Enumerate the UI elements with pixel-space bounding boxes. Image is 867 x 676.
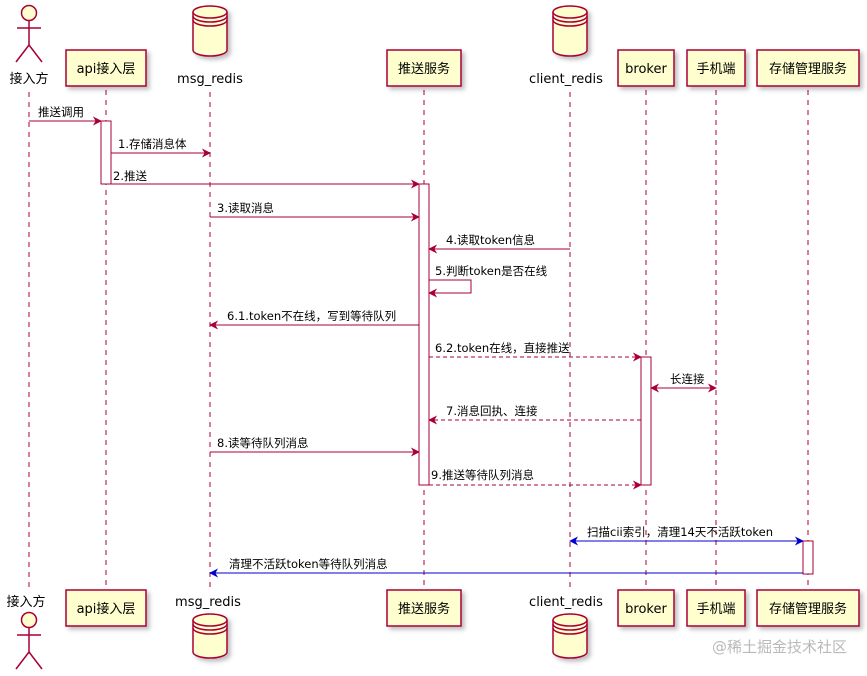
- participant-label-storage-top: 存储管理服务: [769, 61, 847, 77]
- participants-bottom: 接入方 api接入层 msg_redis 推送服务 client_redis: [6, 589, 860, 670]
- msg-label-8: 长连接: [670, 372, 705, 386]
- participant-label-api-bottom: api接入层: [77, 601, 136, 617]
- msg-label-2: 2.推送: [113, 169, 147, 183]
- participant-box-storage-bottom: [756, 589, 860, 627]
- msg-label-5: 5.判断token是否在线: [435, 264, 548, 278]
- messages: [29, 116, 804, 578]
- participants-top: 接入方 api接入层 msg_redis 推送服务 client_redis b…: [9, 4, 860, 87]
- participant-label-phone-top: 手机端: [696, 62, 735, 77]
- activation-api: [100, 120, 112, 185]
- msg-label-6: 6.1.token不在线，写到等待队列: [227, 309, 396, 323]
- participant-label-jieru-top: 接入方: [9, 71, 48, 87]
- participant-label-jieru-bottom: 接入方: [6, 594, 45, 610]
- database-msg-redis-bottom-icon: [192, 613, 228, 659]
- participant-label-push-bottom: 推送服务: [398, 601, 450, 617]
- participant-label-broker-bottom: broker: [625, 602, 667, 617]
- msg-label-10: 8.读等待队列消息: [217, 436, 308, 450]
- database-client-redis-bottom-icon: [552, 613, 588, 659]
- msg-label-9: 7.消息回执、连接: [446, 404, 538, 418]
- participant-label-msg-redis-top: msg_redis: [177, 72, 243, 87]
- activation-push-service: [418, 183, 430, 486]
- msg-label-7: 6.2.token在线，直接推送: [435, 341, 570, 355]
- msg-label-12: 扫描cii索引，清理14天不活跃token: [587, 525, 773, 539]
- database-client-redis-top-icon: [552, 5, 588, 57]
- actor-jieru-bottom: [15, 611, 43, 670]
- msg-label-11: 9.推送等待队列消息: [431, 468, 534, 482]
- participant-label-client-redis-bottom: client_redis: [529, 595, 603, 610]
- activations: [100, 120, 814, 575]
- msg-label-3: 3.读取消息: [217, 201, 274, 215]
- msg-arrow-5: [428, 279, 472, 298]
- participant-box-phone-top: [686, 49, 746, 87]
- participant-label-msg-redis-bottom: msg_redis: [175, 595, 241, 610]
- participant-box-storage-top: [756, 49, 860, 87]
- activation-broker: [640, 356, 652, 486]
- participant-box-broker-bottom: [617, 589, 675, 627]
- participant-label-storage-bottom: 存储管理服务: [769, 601, 847, 617]
- participant-label-phone-bottom: 手机端: [696, 602, 735, 617]
- watermark: @稀土掘金技术社区: [712, 638, 847, 656]
- participant-box-api-top: [65, 49, 147, 87]
- actor-jieru-top: [15, 4, 43, 63]
- participant-label-api-top: api接入层: [77, 61, 136, 77]
- msg-label-4: 4.读取token信息: [446, 233, 535, 247]
- msg-label-0: 推送调用: [38, 105, 84, 119]
- database-msg-redis-top-icon: [192, 5, 228, 57]
- message-labels: 推送调用 1.存储消息体 2.推送 3.读取消息 4.读取token信息 5.判…: [38, 105, 773, 571]
- participant-label-push-top: 推送服务: [398, 61, 450, 77]
- participant-label-broker-top: broker: [625, 62, 667, 77]
- participant-box-api-bottom: [65, 589, 147, 627]
- participant-box-push-top: [386, 49, 462, 87]
- msg-label-1: 1.存储消息体: [118, 137, 187, 151]
- participant-label-client-redis-top: client_redis: [529, 72, 603, 87]
- participant-box-phone-bottom: [686, 589, 746, 627]
- msg-label-13: 清理不活跃token等待队列消息: [229, 557, 388, 571]
- participant-box-broker-top: [617, 49, 675, 87]
- participant-box-push-bottom: [386, 589, 462, 627]
- activation-storage: [802, 540, 814, 575]
